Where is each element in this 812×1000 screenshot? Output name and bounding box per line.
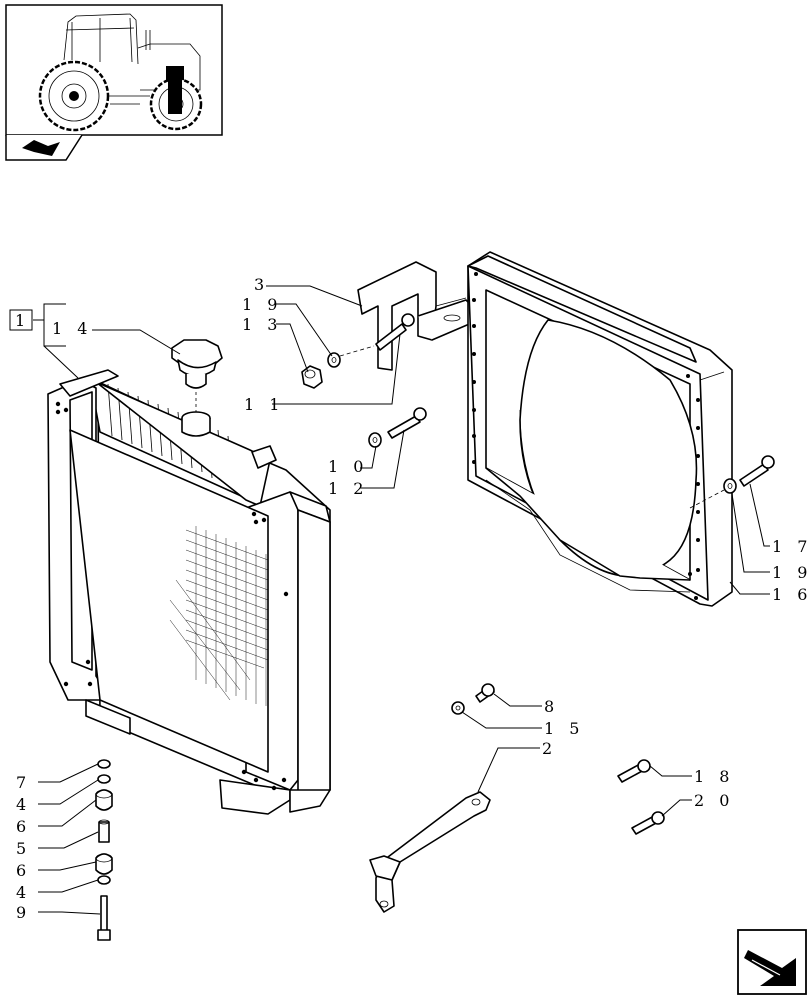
callout-12[interactable]: 1 2 [328,479,368,498]
washer-10 [368,432,382,448]
radiator-holes [55,401,289,791]
stay-bracket [369,791,491,913]
washer-15 [451,701,465,715]
bolt-11 [375,313,415,351]
rear-wheel-icon [38,60,110,132]
book-tab-icon[interactable] [5,134,83,161]
bolt-17 [739,455,775,487]
callout-8[interactable]: 8 [544,697,559,716]
group-label-box [9,309,33,331]
core-grid [169,526,269,706]
callout-9[interactable]: 9 [16,903,31,922]
callout-18[interactable]: 1 8 [694,767,734,786]
callout-4-b[interactable]: 4 [16,883,31,902]
callout-17[interactable]: 1 7 [772,537,812,556]
callout-2[interactable]: 2 [542,739,557,758]
tractor-thumbnail[interactable] [5,4,223,136]
callout-20[interactable]: 2 0 [694,791,734,810]
nut-13 [301,365,323,389]
bolt-12 [387,407,427,439]
callout-7[interactable]: 7 [16,773,31,792]
callout-labels: 1 1 4 3 1 9 1 3 1 1 1 0 1 2 1 7 1 9 1 6 … [9,275,812,922]
callout-16[interactable]: 1 6 [772,585,812,604]
bracket [357,261,475,371]
next-page-arrow-icon[interactable] [737,929,807,995]
group-label: 1 [15,311,30,330]
callout-5[interactable]: 5 [16,839,31,858]
callout-19-a[interactable]: 1 9 [242,295,282,314]
fan-shroud [467,251,733,607]
bolt-18 [617,759,651,783]
bolt-8 [475,683,495,703]
callout-11[interactable]: 1 1 [244,395,284,414]
callout-4-a[interactable]: 4 [16,795,31,814]
callout-14[interactable]: 1 4 [52,319,92,338]
callout-13[interactable]: 1 3 [242,315,282,334]
bolt-20 [631,811,665,835]
washer-19 [327,352,341,368]
callout-10[interactable]: 1 0 [328,457,368,476]
shroud-holes [472,272,700,600]
callout-6-a[interactable]: 6 [16,817,31,836]
callout-19-b[interactable]: 1 9 [772,563,812,582]
callout-3[interactable]: 3 [254,275,269,294]
radiator [47,369,331,815]
callout-6-b[interactable]: 6 [16,861,31,880]
mounting-stack [95,759,113,941]
leader-lines [33,285,770,915]
callout-15[interactable]: 1 5 [544,719,584,738]
radiator-cap [171,339,223,412]
washer-19b [723,478,737,494]
